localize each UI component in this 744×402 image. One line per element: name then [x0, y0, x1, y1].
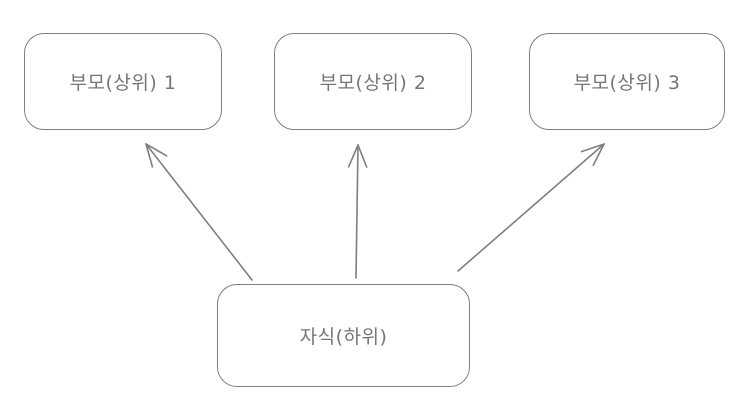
node-parent-3-label: 부모(상위) 3	[573, 72, 681, 94]
node-parent-2-label: 부모(상위) 2	[319, 72, 427, 94]
arrow-child-to-parent-1	[145, 143, 253, 281]
node-parent-3: 부모(상위) 3	[529, 33, 725, 130]
arrow-child-to-parent-3	[457, 143, 605, 272]
node-child-label: 자식(하위)	[299, 326, 388, 348]
node-parent-1-label: 부모(상위) 1	[69, 72, 177, 94]
node-parent-1: 부모(상위) 1	[24, 33, 222, 130]
node-child: 자식(하위)	[217, 284, 470, 387]
arrow-child-to-parent-2	[347, 144, 368, 279]
node-parent-2: 부모(상위) 2	[274, 33, 472, 130]
